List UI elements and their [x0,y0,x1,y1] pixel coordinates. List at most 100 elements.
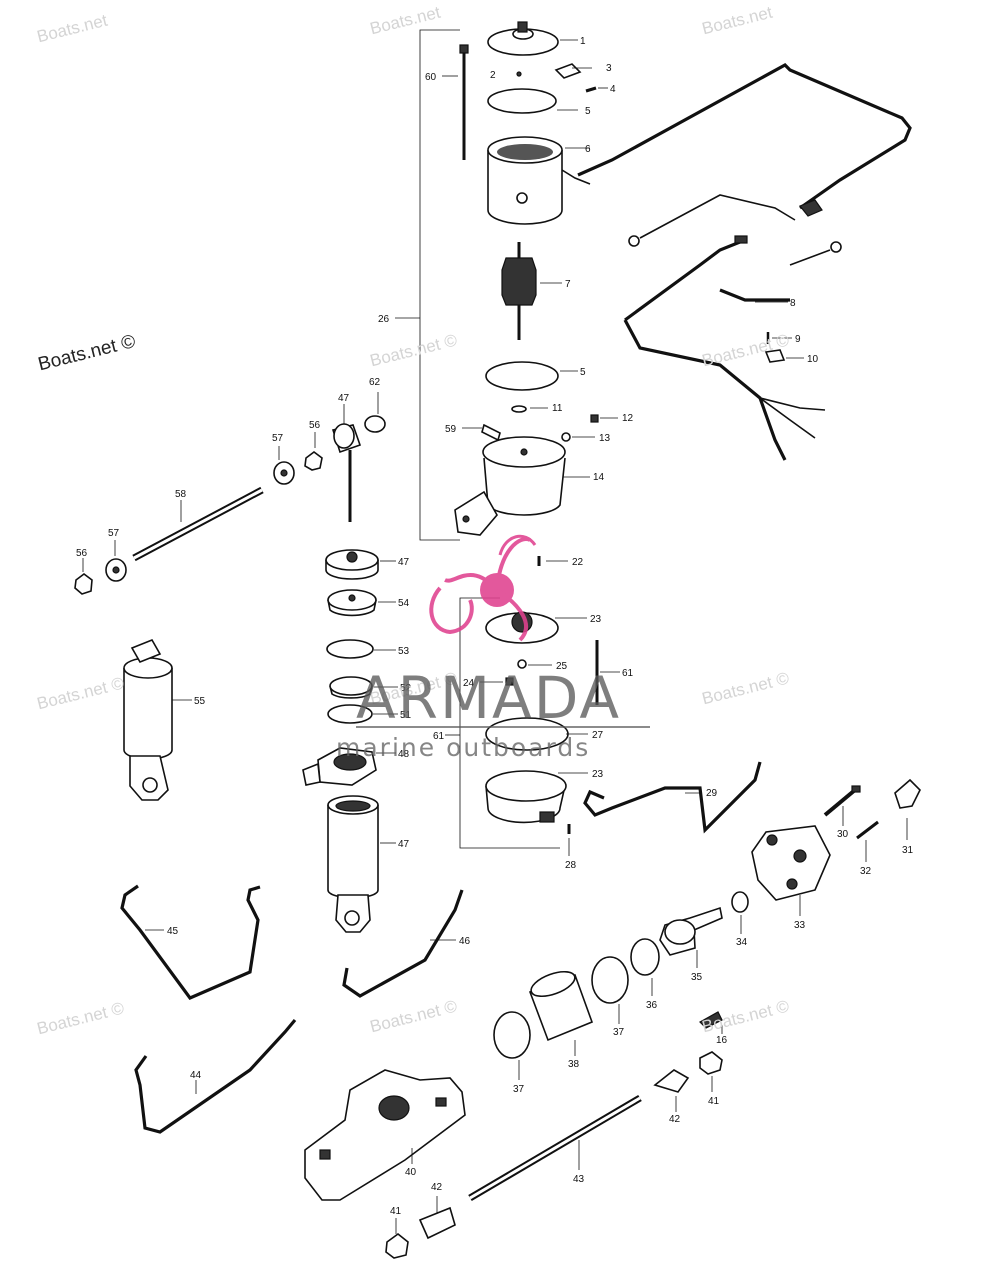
part-label: 8 [790,298,796,309]
cylinder-head-48 [302,747,396,786]
hydraulic-tube-44 [134,1018,297,1134]
brand-tagline: marine outboards [336,733,591,762]
brand-title: ARMADA [356,664,622,732]
part-label: 59 [445,424,457,435]
mounting-bracket [304,1069,466,1201]
cylinder-mount-plate [751,778,921,916]
o-ring-lower [485,361,559,391]
valve-body-upper [485,611,587,644]
tilt-pin [468,1094,642,1202]
part-label: 26 [378,314,390,325]
part-label: 3 [606,63,612,74]
cylinder-sleeve [528,970,594,1056]
cylinder-cap-47 [325,549,396,580]
part-label: 38 [568,1059,580,1070]
part-label: 27 [592,730,604,741]
o-ring-53 [326,639,374,659]
part-label: 5 [585,106,591,117]
part-label: 28 [565,860,577,871]
bracket-26 [395,29,460,541]
part-label: 6 [585,144,591,155]
o-ring [487,88,557,114]
part-label: 30 [837,829,849,840]
part-label: 37 [513,1084,525,1095]
piston-54 [327,589,396,617]
part-label: 41 [708,1096,720,1107]
part-label: 12 [622,413,634,424]
part-label: 16 [716,1035,728,1046]
clip-and-screw [764,332,804,363]
through-bolt [442,44,469,160]
part-label: 14 [593,472,605,483]
wiring-harness-lower [623,235,842,461]
piston-52 [329,676,398,699]
part-label: 60 [425,72,437,83]
part-label: 42 [431,1182,443,1193]
part-label: 36 [646,1000,658,1011]
part-label: 52 [400,683,412,694]
wiring-harness-upper [577,63,912,247]
part-label: 40 [405,1167,417,1178]
armature [501,242,562,340]
part-label: 42 [669,1114,681,1125]
o-ring-51 [327,704,373,724]
valve-body-lower [485,770,588,824]
piston-rod [659,906,723,968]
trim-cylinder-55 [123,638,192,801]
part-labels: 1 2 3 4 5 6 7 8 9 10 5 11 12 13 14 59 22… [76,36,914,1217]
part-label: 5 [580,367,586,378]
part-label: 11 [552,403,563,414]
motor-frame [487,136,591,225]
tilt-tube-rod [132,486,264,562]
part-label: 23 [590,614,602,625]
part-label: 62 [369,377,381,388]
part-label: 2 [490,70,496,81]
part-label: 32 [860,866,872,877]
part-label: 33 [794,920,806,931]
part-label: 1 [580,36,586,47]
part-label: 53 [398,646,410,657]
bracket-61 [445,597,560,849]
brush-parts [516,63,608,93]
part-label: 51 [400,710,412,721]
part-label: 9 [795,334,801,345]
part-label: 58 [175,489,187,500]
part-label: 61 [433,731,445,742]
part-label: 34 [736,937,748,948]
part-label: 25 [556,661,568,672]
part-label: 46 [459,936,471,947]
part-label: 7 [565,279,571,290]
trim-cylinder-lower [327,795,396,933]
pump-reservoir [454,436,590,536]
part-label: 31 [902,845,914,856]
hydraulic-tube-29 [583,761,762,834]
part-label: 10 [807,354,819,365]
part-label: 22 [572,557,584,568]
part-label: 55 [194,696,206,707]
part-label: 54 [398,598,410,609]
part-label: 43 [573,1174,585,1185]
motor-end-cap [487,21,578,56]
part-label: 37 [613,1027,625,1038]
part-label: 24 [463,678,475,689]
part-label: 56 [76,548,88,559]
hydraulic-tube-45 [120,884,261,1000]
part-label: 13 [599,433,611,444]
part-label: 61 [622,668,634,679]
hydraulic-tube-46 [342,889,464,998]
part-label: 57 [272,433,284,444]
part-label: 47 [398,557,410,568]
part-label: 56 [309,420,321,431]
part-label: 45 [167,926,179,937]
part-label: 41 [390,1206,402,1217]
part-label: 57 [108,528,120,539]
part-label: 4 [610,84,616,95]
part-label: 47 [338,393,350,404]
trim-cylinder-rod [331,404,362,522]
part-label: 48 [398,749,410,760]
part-label: 47 [398,839,410,850]
part-label: 29 [706,788,718,799]
part-label: 35 [691,972,703,983]
armada-logo [429,534,537,642]
